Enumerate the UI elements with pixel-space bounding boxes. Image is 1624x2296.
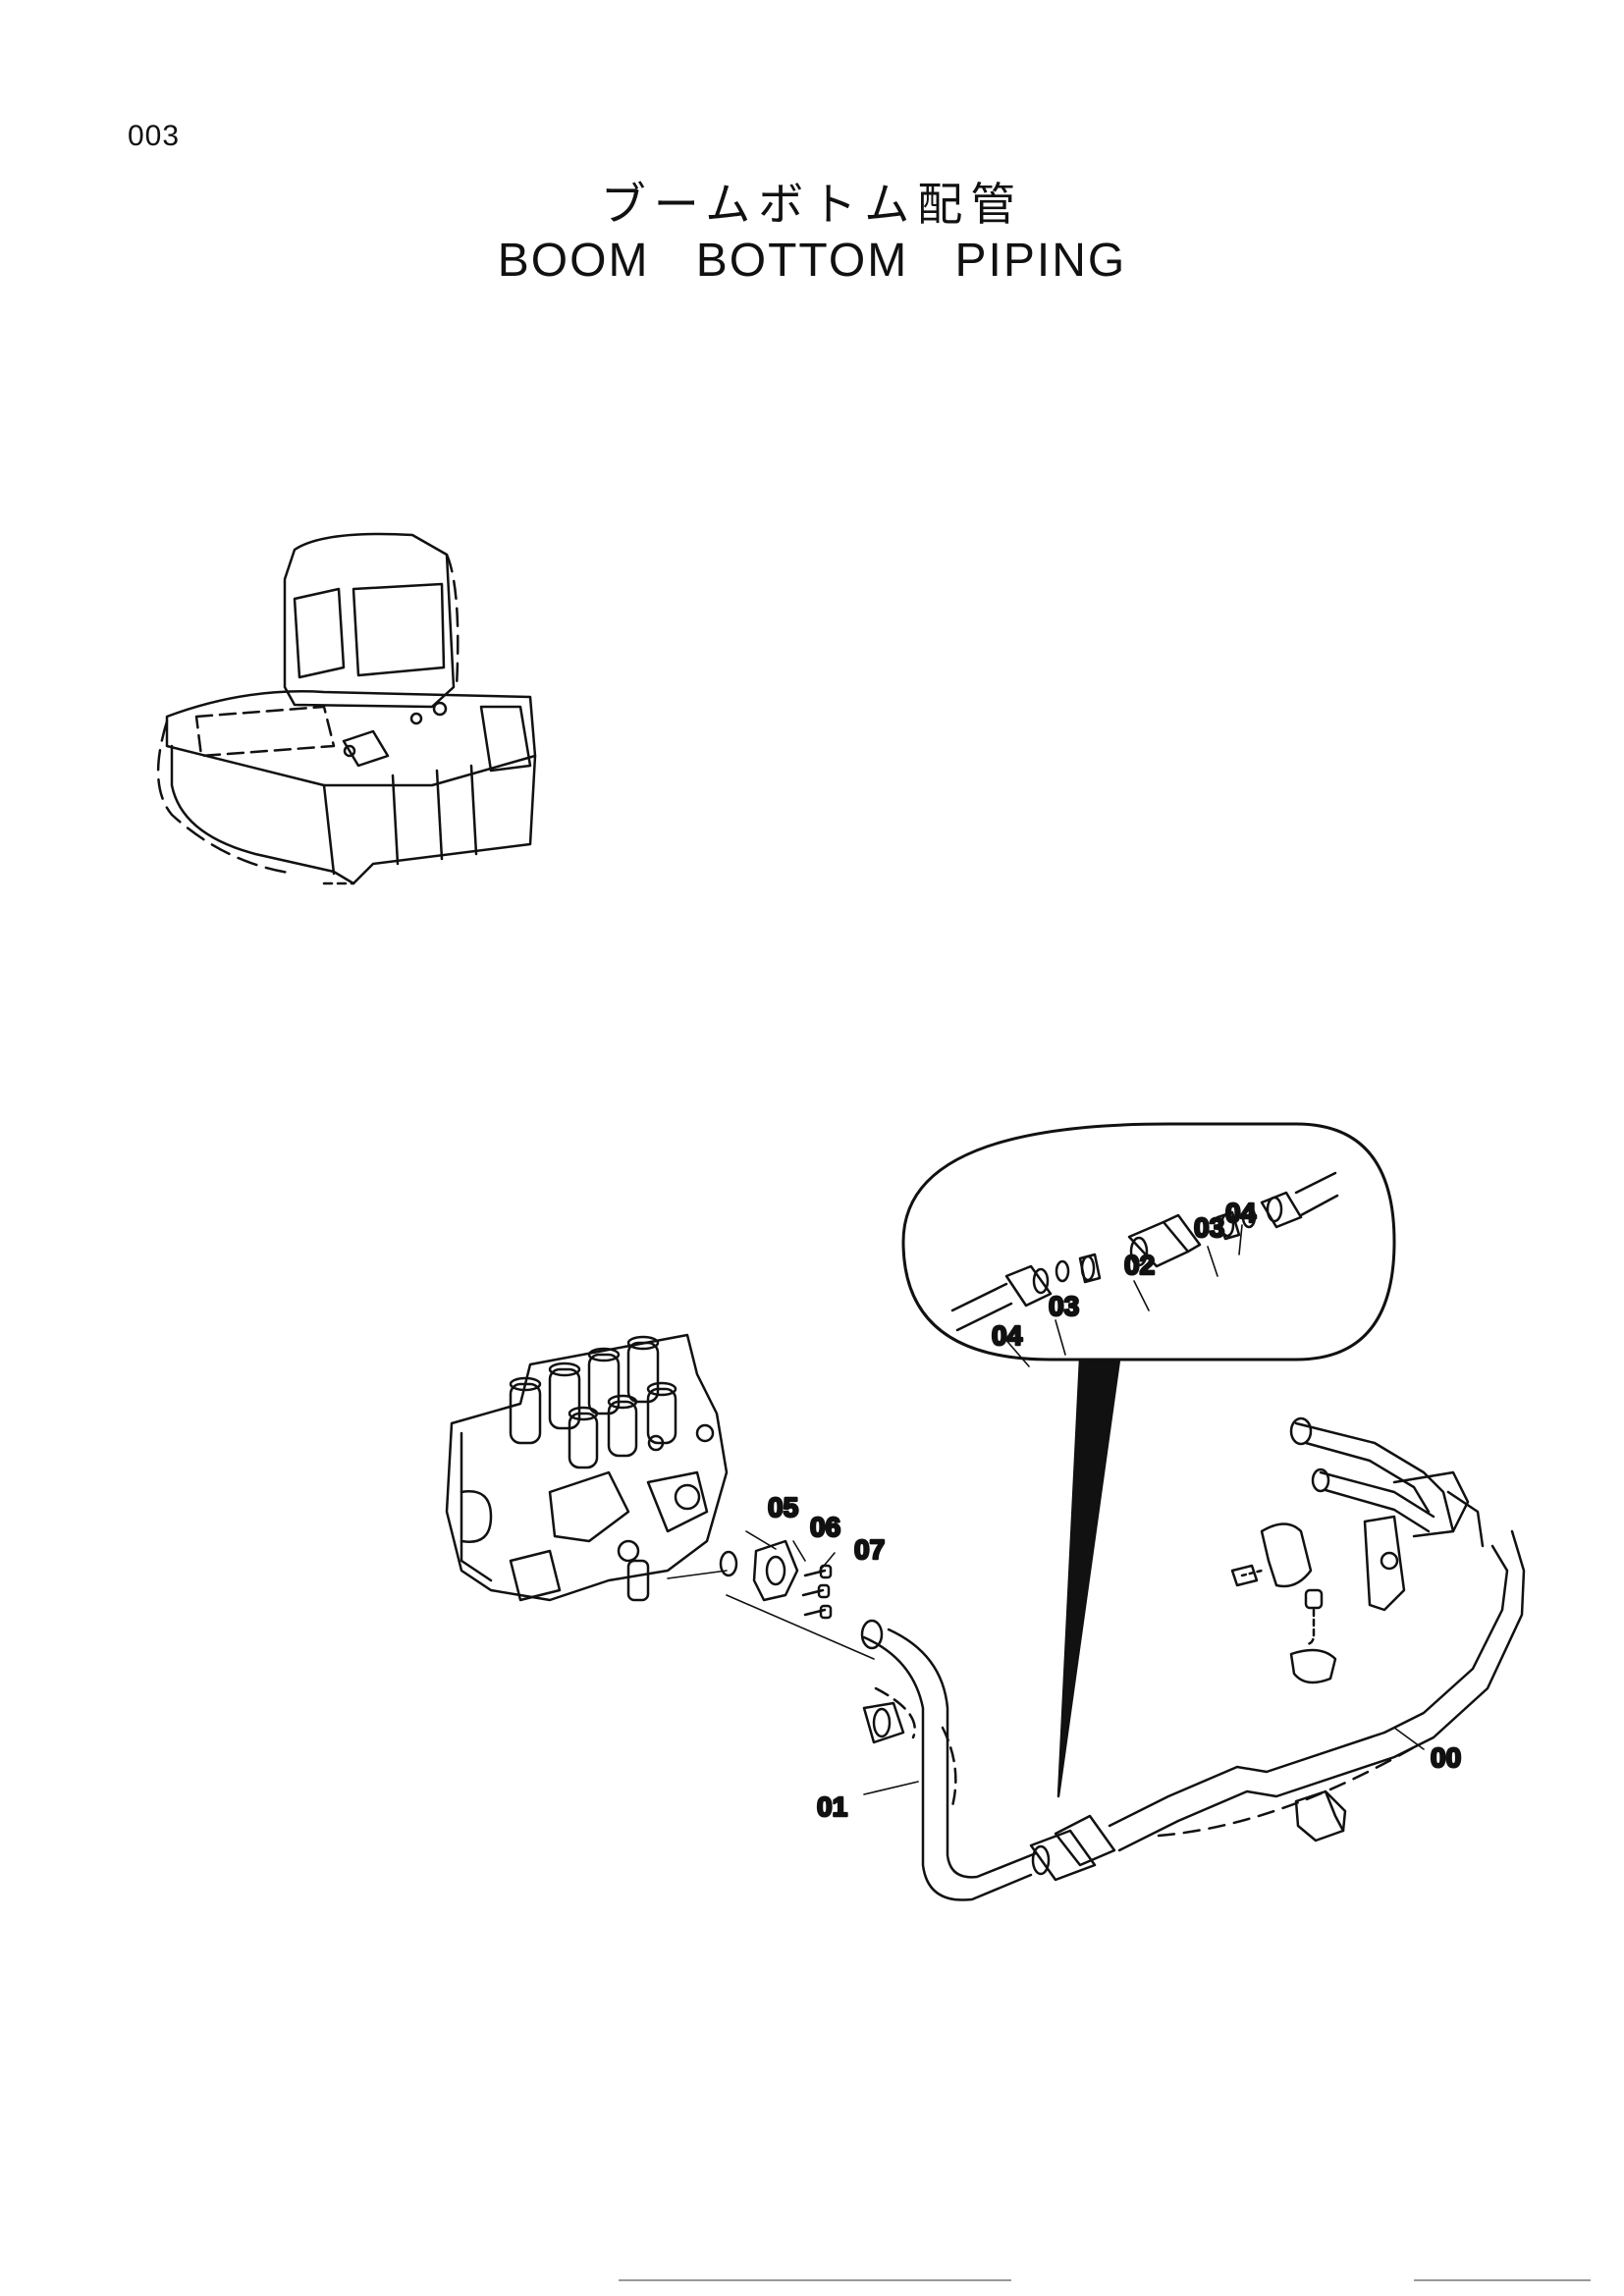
callout-04-right: 04	[1225, 1198, 1257, 1228]
page-number: 003	[128, 120, 181, 152]
callout-07: 07	[854, 1534, 885, 1565]
pipe-00-drawing	[1029, 1416, 1526, 1882]
callout-03-right: 03	[1194, 1212, 1224, 1243]
callout-01: 01	[817, 1791, 847, 1822]
page-title-english: BOOM BOTTOM PIPING	[497, 235, 1127, 287]
callout-04-left: 04	[992, 1320, 1023, 1351]
callout-05: 05	[768, 1492, 798, 1522]
flange-parts-drawing	[667, 1539, 875, 1660]
callout-00: 00	[1431, 1742, 1461, 1773]
callout-03-left: 03	[1049, 1291, 1079, 1321]
footer-rule-right	[1414, 2279, 1591, 2281]
callout-02: 02	[1124, 1250, 1155, 1280]
detail-balloon	[901, 1122, 1396, 1798]
excavator-locator-drawing	[156, 532, 537, 885]
leader-lines	[745, 1224, 1425, 1795]
clamp-parts-drawing	[1230, 1522, 1347, 1842]
footer-rule-left	[619, 2279, 1011, 2281]
control-valve-drawing	[445, 1333, 729, 1602]
pipe-01-drawing	[860, 1619, 1038, 1901]
callout-06: 06	[810, 1512, 840, 1542]
page-title-japanese: ブームボトム配管	[600, 178, 1024, 231]
